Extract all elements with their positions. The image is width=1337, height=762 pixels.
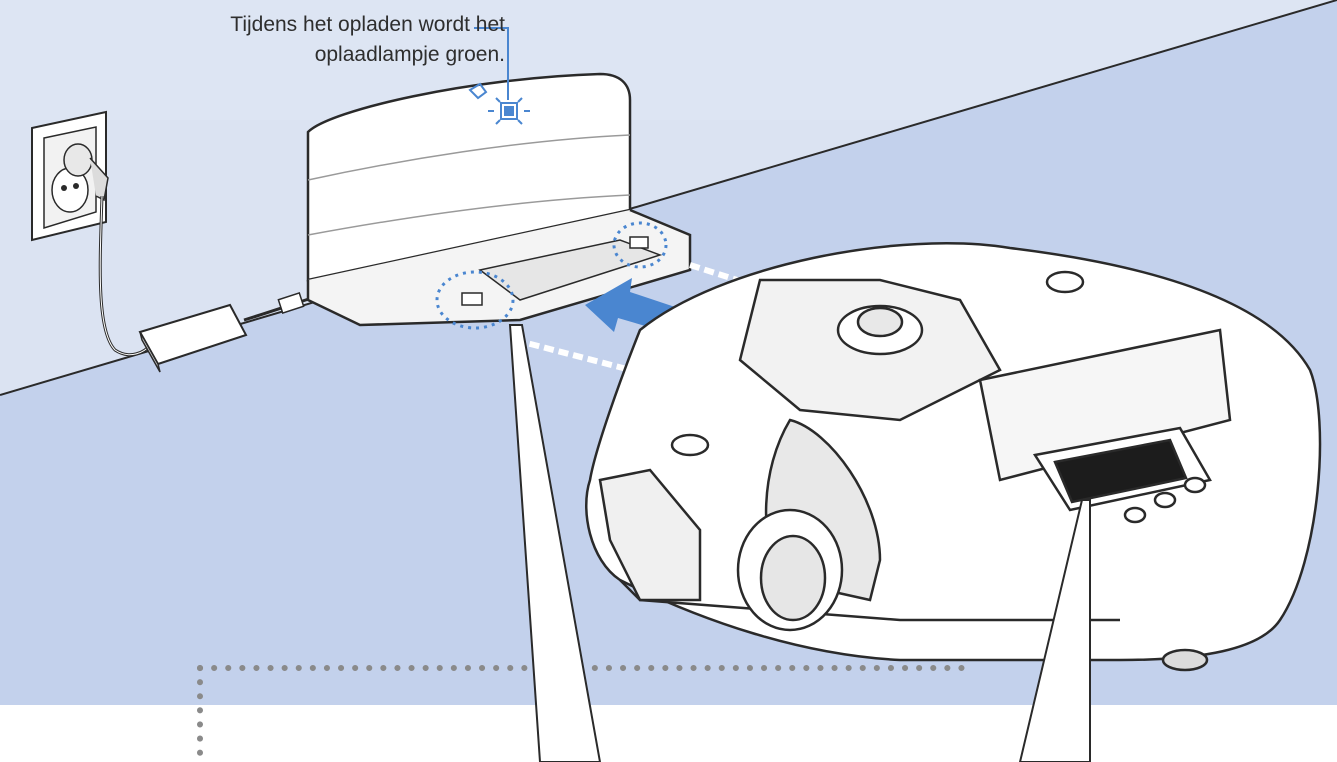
callout-line-2: oplaadlampje groen.	[120, 40, 505, 70]
robot-vacuum	[586, 243, 1320, 670]
wall-socket-icon	[32, 112, 108, 240]
charging-lamp-callout: Tijdens het opladen wordt het oplaadlamp…	[120, 10, 505, 70]
callout-line-1: Tijdens het opladen wordt het	[120, 10, 505, 40]
